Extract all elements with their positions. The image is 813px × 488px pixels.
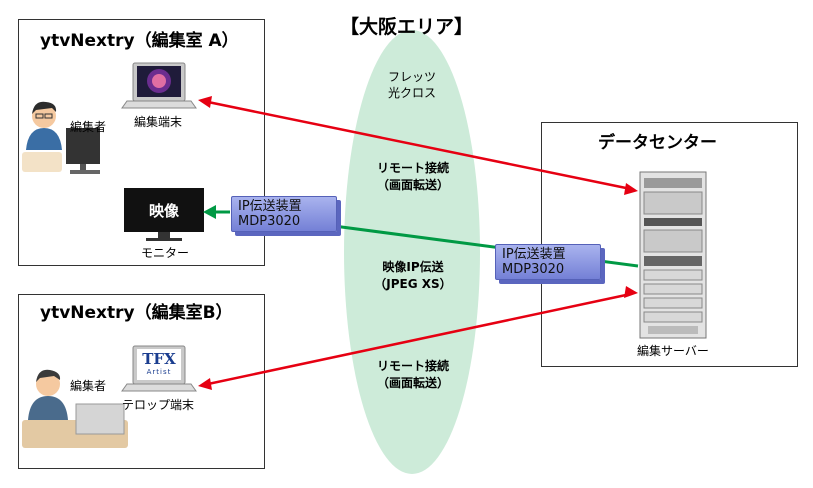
remote-arrowhead [624,183,638,195]
tfx-logo-text: TFX [142,350,176,368]
room-b-editor-label: 編集者 [70,379,107,393]
datacenter-title: データセンター [598,133,717,153]
link-top-line2: （画面転送） [376,178,449,192]
room-a-editor-label: 編集者 [70,120,107,134]
ip-transmitter-room-a-line1: IP伝送装置 [238,199,302,214]
room-a-title: ytvNextry（編集室 A） [40,31,239,51]
person-icon [22,101,62,172]
monitor-screen-text: 映像 [148,202,179,220]
ip-transmitter-room-a-line2: MDP3020 [238,214,301,229]
person-icon [22,369,128,448]
tfx-logo: TFX Artist [139,351,179,377]
desktop-monitor-icon [66,128,100,174]
monitor-icon [124,188,204,241]
link-bottom-line2: （画面転送） [376,376,449,390]
network-name-line1: フレッツ [387,70,436,84]
remote-arrow-bottom [207,293,627,386]
ip-transmitter-datacenter: IP伝送装置 MDP3020 [495,244,601,280]
ip-transmitter-room-a: IP伝送装置 MDP3020 [231,196,337,232]
room-b-title: ytvNextry（編集室B） [40,303,233,323]
laptop-icon [121,345,197,392]
remote-arrowhead [624,286,638,298]
laptop-icon [121,62,197,109]
remote-arrowhead [198,378,212,390]
video-arrowhead [203,205,216,219]
link-mid-line2: （JPEG XS） [374,277,452,291]
network-name-line2: 光クロス [387,86,436,100]
link-top-line1: リモート接続 [376,161,449,175]
tfx-logo-sub: Artist [146,368,172,376]
link-bottom-line1: リモート接続 [376,359,449,373]
region-title: 【大阪エリア】 [340,16,474,38]
server-rack-icon [639,171,707,339]
remote-arrow-top [207,100,627,190]
network-ellipse [344,30,480,474]
room-b-terminal-label: テロップ端末 [122,398,195,412]
server-label: 編集サーバー [637,344,709,358]
ip-transmitter-datacenter-line2: MDP3020 [502,262,565,277]
room-a-terminal-label: 編集端末 [134,115,183,129]
room-a-monitor-label: モニター [141,246,190,260]
remote-arrowhead [198,96,212,108]
link-mid-line1: 映像IP伝送 [382,260,444,274]
ip-transmitter-datacenter-line1: IP伝送装置 [502,247,566,262]
